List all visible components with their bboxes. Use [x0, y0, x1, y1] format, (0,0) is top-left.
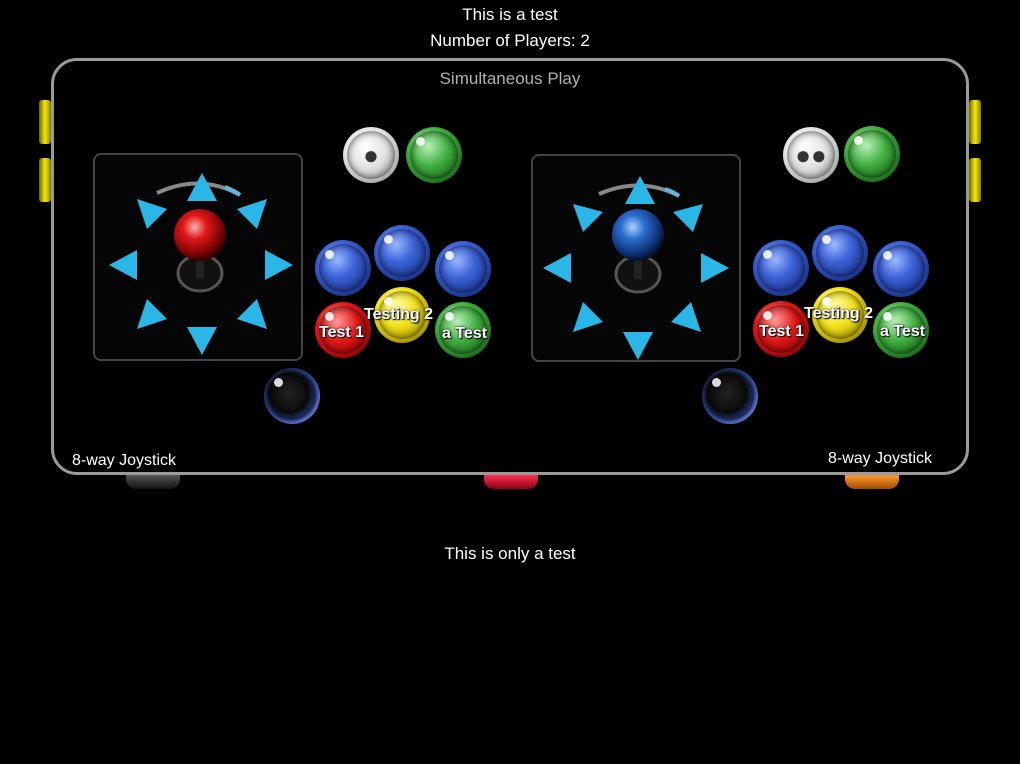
p1-joystick-graphic: [109, 173, 293, 355]
p2-arrow-upright-icon: [673, 204, 703, 232]
p2-yellow-button-label: Testing 2: [804, 305, 874, 322]
p1-green-top-button[interactable]: [406, 127, 462, 183]
p2-arrow-left-icon: [543, 253, 571, 283]
p2-yellow-button[interactable]: [812, 287, 868, 343]
p1-arrow-up-icon: [187, 173, 217, 201]
left-side-button-upper[interactable]: [39, 100, 51, 144]
one-player-icon: ●: [363, 140, 379, 170]
title-text: This is a test: [462, 5, 558, 24]
p1-blue-button-3[interactable]: [435, 241, 491, 297]
p2-joystick-ball[interactable]: [612, 209, 664, 261]
p1-red-button[interactable]: [315, 302, 371, 358]
p1-arrow-downright-icon: [237, 299, 267, 329]
p1-arrow-upleft-icon: [137, 199, 167, 229]
p1-yellow-button[interactable]: [374, 287, 430, 343]
p2-joystick-label: 8-way Joystick: [828, 450, 933, 467]
p1-red-button-label: Test 1: [319, 324, 365, 341]
p1-arrow-right-icon: [265, 250, 293, 280]
p2-arrow-right-icon: [701, 253, 729, 283]
p2-blue-button-3[interactable]: [873, 241, 929, 297]
p2-red-button-label: Test 1: [759, 323, 805, 340]
p2-start-button[interactable]: ●●: [783, 127, 839, 183]
p1-joystick-label: 8-way Joystick: [72, 452, 177, 469]
p2-joystick-arc-highlight: [664, 187, 681, 198]
p2-arrow-upleft-icon: [573, 204, 603, 232]
p2-arrow-downleft-icon: [573, 302, 603, 332]
p1-joystick-arc-highlight: [224, 185, 242, 197]
bottom-button-orange[interactable]: [845, 475, 899, 489]
p1-blue-button-1[interactable]: [315, 240, 371, 296]
right-side-button-lower[interactable]: [969, 158, 981, 202]
bottom-button-red[interactable]: [484, 475, 538, 489]
p2-blue-button-2[interactable]: [812, 225, 868, 281]
players-count-text: Number of Players: 2: [430, 31, 590, 50]
p1-arrow-down-icon: [187, 327, 217, 355]
p1-blue-button-2[interactable]: [374, 225, 430, 281]
footer-text: This is only a test: [444, 544, 576, 563]
p2-extra-button[interactable]: [702, 368, 758, 424]
left-side-button-lower[interactable]: [39, 158, 51, 202]
p1-arrow-downleft-icon: [137, 299, 167, 329]
p1-joystick-area: [93, 153, 303, 361]
p2-arrow-down-icon: [623, 332, 653, 360]
p1-arrow-upright-icon: [237, 199, 267, 229]
p1-joystick-ball[interactable]: [174, 209, 226, 261]
right-side-button-upper[interactable]: [969, 100, 981, 144]
p2-blue-button-1[interactable]: [753, 240, 809, 296]
p1-extra-button[interactable]: [264, 368, 320, 424]
p2-green-button-label: a Test: [880, 323, 926, 340]
p1-yellow-button-label: Testing 2: [364, 306, 434, 323]
p2-joystick-graphic: [543, 176, 729, 360]
p2-arrow-downright-icon: [671, 302, 701, 332]
p2-joystick-area: [531, 154, 741, 362]
p1-green-button-label: a Test: [442, 325, 488, 342]
p2-green-button[interactable]: [873, 302, 929, 358]
p2-arrow-up-icon: [625, 176, 655, 204]
p1-green-button[interactable]: [435, 302, 491, 358]
p2-green-top-button[interactable]: [844, 126, 900, 182]
two-player-icon: ●●: [795, 140, 827, 170]
p2-red-button[interactable]: [753, 301, 809, 357]
play-mode-text: Simultaneous Play: [439, 69, 581, 88]
p1-arrow-left-icon: [109, 250, 137, 280]
bottom-button-black[interactable]: [126, 475, 180, 489]
p1-start-button[interactable]: ●: [343, 127, 399, 183]
